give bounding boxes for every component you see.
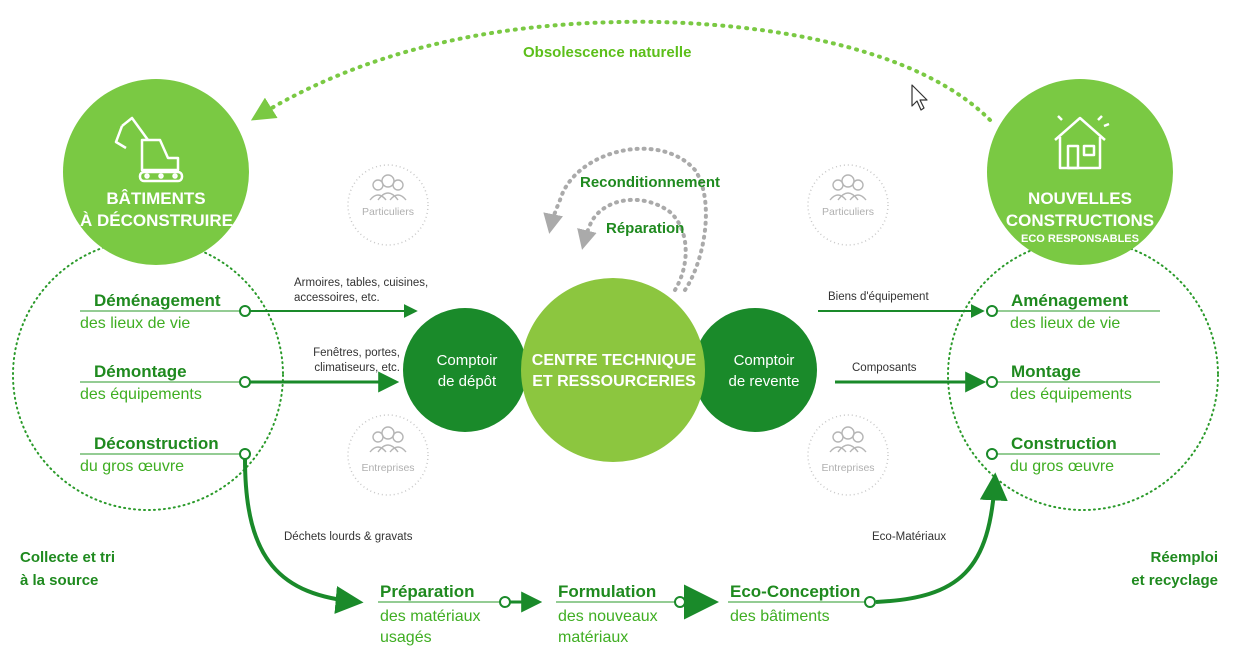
- step-3-sub-line1: des bâtiments: [730, 608, 830, 625]
- fenetres-line2: climatiseurs, etc.: [314, 362, 400, 374]
- right-item-3-head: Construction: [1011, 434, 1117, 453]
- bottom-node-2: [674, 596, 686, 608]
- ghost-circle-top-left: [347, 164, 429, 246]
- left-side-label: Collecte et tri à la source: [20, 546, 115, 592]
- left-item-3-sub: du gros œuvre: [80, 458, 185, 475]
- fenetres-label: Fenêtres, portes, climatiseurs, etc.: [300, 346, 400, 376]
- right-circle-title: NOUVELLES CONSTRUCTIONS ECO RESPONSABLES: [1000, 188, 1160, 246]
- left-item-1-head: Déménagement: [94, 291, 221, 310]
- step-2-sub-line1: des nouveaux: [558, 608, 658, 625]
- ghost-circle-bottom-left: [347, 414, 429, 496]
- right-title-line2: CONSTRUCTIONS: [1005, 211, 1155, 230]
- dechets-label: Déchets lourds & gravats: [284, 531, 413, 543]
- dechets-arrow: [243, 458, 364, 614]
- right-item-3-sub: du gros œuvre: [1010, 458, 1115, 475]
- step-1-sub-line1: des matériaux: [380, 608, 481, 625]
- left-node-3: [239, 448, 251, 460]
- armoires-label: Armoires, tables, cuisines, accessoires,…: [294, 276, 428, 306]
- step-1-sub: des matériaux usagés: [380, 606, 481, 648]
- centre-line1: CENTRE TECHNIQUE: [531, 352, 697, 369]
- step-2-sub: des nouveaux matériaux: [558, 606, 658, 648]
- left-node-2: [239, 376, 251, 388]
- ghost-label-bottom-left: Entreprises: [361, 462, 415, 474]
- left-item-2-head: Démontage: [94, 362, 187, 381]
- left-item-1-sub: des lieux de vie: [80, 315, 191, 332]
- right-node-1: [986, 305, 998, 317]
- left-side-label-line1: Collecte et tri: [20, 549, 116, 566]
- right-item-1-head: Aménagement: [1011, 291, 1129, 310]
- ghost-label-top-left: Particuliers: [362, 206, 414, 218]
- left-item-3-head: Déconstruction: [94, 434, 219, 453]
- step-2-sub-line2: matériaux: [558, 629, 629, 646]
- ghost-label-top-right: Particuliers: [822, 206, 874, 218]
- biens-label: Biens d'équipement: [828, 291, 929, 303]
- eco-materiaux-label: Eco-Matériaux: [872, 531, 947, 543]
- right-side-label-line2: et recyclage: [1131, 572, 1218, 589]
- step-2-head: Formulation: [558, 582, 657, 601]
- left-title-line2: À DÉCONSTRUIRE: [80, 211, 234, 230]
- depot-line1: Comptoir: [436, 352, 498, 369]
- depot-label: Comptoir de dépôt: [415, 350, 519, 392]
- revente-label: Comptoir de revente: [712, 350, 816, 392]
- reconditionnement-label: Reconditionnement: [580, 174, 721, 191]
- right-side-label: Réemploi et recyclage: [1131, 546, 1218, 592]
- bottom-node-3: [864, 596, 876, 608]
- left-node-1: [239, 305, 251, 317]
- centre-line2: ET RESSOURCERIES: [532, 373, 696, 390]
- eco-materiaux-arrow: [875, 472, 1008, 604]
- centre-circle: [521, 278, 705, 462]
- left-circle-title: BÂTIMENTS À DÉCONSTRUIRE: [80, 188, 234, 232]
- left-title-line1: BÂTIMENTS: [106, 189, 206, 208]
- excavator-icon: [114, 116, 184, 183]
- ghost-circle-top-right: [807, 164, 889, 246]
- composants-label: Composants: [852, 362, 917, 374]
- cursor-icon: [911, 84, 928, 111]
- revente-circle: [693, 308, 817, 432]
- bottom-node-1: [499, 596, 511, 608]
- people-icon: [829, 174, 867, 201]
- right-item-2-sub: des équipements: [1010, 386, 1132, 403]
- left-side-label-line2: à la source: [20, 572, 99, 589]
- revente-line2: de revente: [728, 373, 800, 390]
- obsolescence-label: Obsolescence naturelle: [523, 44, 692, 61]
- people-icon: [369, 174, 407, 201]
- centre-label: CENTRE TECHNIQUE ET RESSOURCERIES: [523, 350, 705, 392]
- people-icon: [369, 426, 407, 453]
- ghost-circle-bottom-right: [807, 414, 889, 496]
- right-title-line3: ECO RESPONSABLES: [1021, 233, 1139, 245]
- right-node-3: [986, 448, 998, 460]
- obsolescence-arc: [250, 19, 992, 122]
- depot-line2: de dépôt: [437, 373, 497, 390]
- right-side-label-line1: Réemploi: [1150, 549, 1218, 566]
- reparation-loop: [577, 197, 688, 292]
- step-1-sub-line2: usagés: [380, 629, 432, 646]
- ghost-label-bottom-right: Entreprises: [821, 462, 875, 474]
- revente-line1: Comptoir: [733, 352, 795, 369]
- depot-circle: [403, 308, 527, 432]
- right-title-line1: NOUVELLES: [1028, 189, 1132, 208]
- reparation-label: Réparation: [606, 220, 685, 237]
- step-3-head: Eco-Conception: [730, 582, 861, 601]
- step-3-sub: des bâtiments: [730, 606, 830, 627]
- right-item-1-sub: des lieux de vie: [1010, 315, 1121, 332]
- armoires-line2: accessoires, etc.: [294, 292, 380, 304]
- people-icon: [829, 426, 867, 453]
- house-icon: [1054, 115, 1110, 170]
- left-item-2-sub: des équipements: [80, 386, 202, 403]
- right-node-2: [986, 376, 998, 388]
- reconditionnement-loop: [543, 146, 708, 292]
- right-item-2-head: Montage: [1011, 362, 1081, 381]
- right-main-circle: [987, 79, 1173, 265]
- step-1-head: Préparation: [380, 582, 475, 601]
- fenetres-line1: Fenêtres, portes,: [313, 347, 400, 359]
- armoires-line1: Armoires, tables, cuisines,: [294, 277, 429, 289]
